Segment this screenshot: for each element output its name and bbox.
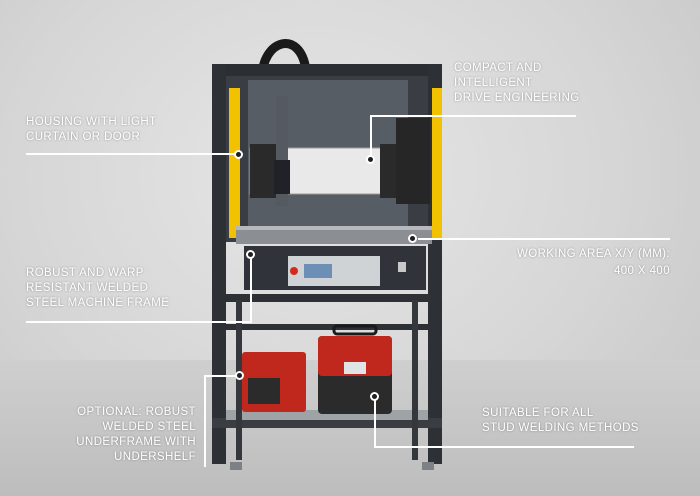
callout-methods-line xyxy=(374,446,634,448)
callout-frame-label: ROBUST AND WARP RESISTANT WELDED STEEL M… xyxy=(26,267,170,309)
light-curtain-left xyxy=(229,88,240,238)
callout-methods-dot xyxy=(370,392,379,401)
callout-underframe-dot xyxy=(235,371,244,380)
callout-underframe-label: OPTIONAL: ROBUST WELDED STEEL UNDERFRAME… xyxy=(76,406,196,463)
mid-crossbar xyxy=(212,294,442,302)
callout-drive-connector xyxy=(370,115,372,158)
callout-methods-connector xyxy=(374,398,376,448)
welding-unit-left-panel xyxy=(248,378,280,404)
callout-working-area-title: WORKING AREA X/Y (MM): xyxy=(517,248,670,260)
welding-gun xyxy=(274,160,290,194)
worktable-top xyxy=(236,226,432,230)
display-screen-icon xyxy=(304,264,332,278)
worktable xyxy=(236,228,432,244)
welding-unit-handle xyxy=(332,324,378,336)
callout-frame-connector xyxy=(250,256,252,322)
foot-left xyxy=(230,462,242,470)
console-key xyxy=(398,262,406,272)
callout-housing-dot xyxy=(234,150,243,159)
welding-unit-display xyxy=(344,362,366,374)
control-panel xyxy=(288,256,380,286)
callout-housing-label: HOUSING WITH LIGHT CURTAIN OR DOOR xyxy=(26,116,157,143)
callout-frame-line xyxy=(26,321,252,323)
callout-methods-label: SUITABLE FOR ALL STUD WELDING METHODS xyxy=(482,407,639,434)
callout-drive-line xyxy=(370,115,576,117)
drive-motor xyxy=(396,118,430,204)
callout-working-area-line xyxy=(418,238,670,240)
callout-drive-dot xyxy=(366,155,375,164)
undershelf xyxy=(212,418,442,428)
welding-unit-right-top xyxy=(318,336,392,376)
housing-top-bar xyxy=(212,64,442,76)
callout-drive-label: COMPACT AND INTELLIGENT DRIVE ENGINEERIN… xyxy=(454,62,580,104)
callout-working-area-value: 400 X 400 xyxy=(613,265,670,277)
inner-leg-left xyxy=(236,300,242,460)
light-curtain-right xyxy=(432,88,442,238)
callout-underframe-connector xyxy=(204,375,238,377)
inner-leg-right xyxy=(412,300,418,460)
callout-frame-dot xyxy=(246,250,255,259)
callout-underframe-line xyxy=(204,375,206,467)
foot-right xyxy=(422,462,434,470)
left-post xyxy=(212,64,226,464)
callout-working-area-dot xyxy=(408,234,417,243)
power-switch-icon xyxy=(290,267,298,275)
undershelf-plate xyxy=(226,410,428,420)
callout-housing-line xyxy=(26,153,238,155)
undershelf-rail xyxy=(212,324,442,330)
